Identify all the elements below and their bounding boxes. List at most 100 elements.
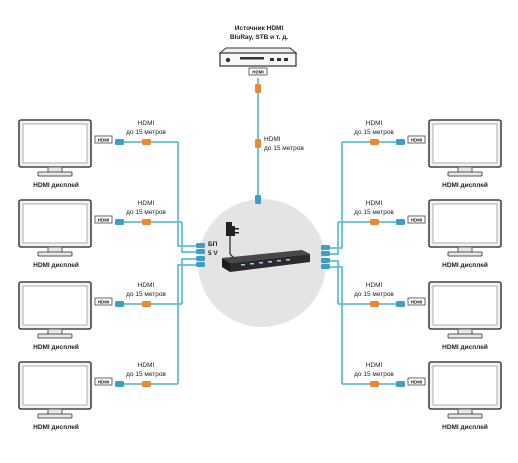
center-connector-blue <box>255 195 261 204</box>
display-port-label: HDMI <box>98 380 110 385</box>
left-hub-connectors <box>196 243 205 267</box>
cable-label-line1: HDMI <box>366 200 383 207</box>
display-port-label: HDMI <box>411 300 423 305</box>
display-caption: HDMI дисплей <box>442 181 488 189</box>
cable-connector <box>142 381 151 387</box>
power-adapter-prong <box>235 232 239 234</box>
player-knob <box>225 57 231 63</box>
hdmi-splitter <box>222 250 310 272</box>
display-port-label: HDMI <box>98 218 110 223</box>
cable-label-line1: HDMI <box>366 282 383 289</box>
cable-connector <box>142 301 151 307</box>
display-hdmi-port <box>407 215 426 224</box>
cable-label-line2: до 15 метров <box>354 371 394 378</box>
right-display-1: HDMI HDMI до 15 метров HDMI дисплей <box>342 119 502 189</box>
display-port-label: HDMI <box>98 300 110 305</box>
cable-label-line2: до 15 метров <box>354 291 394 298</box>
monitor-stand <box>457 328 473 335</box>
center-cable-label-line2: до 15 метров <box>264 145 304 152</box>
monitor-base <box>37 171 73 177</box>
display-connector <box>396 381 405 387</box>
monitor-base <box>37 413 73 419</box>
cable-connector <box>370 139 379 145</box>
monitor-base <box>447 333 483 339</box>
right-cable-trunks <box>330 142 343 384</box>
right-hub-connectors <box>321 245 330 269</box>
monitor-screen <box>22 203 88 244</box>
display-connector <box>115 381 124 387</box>
display-hdmi-port <box>94 377 113 386</box>
player-button <box>277 58 281 61</box>
source-device: Источник HDMI BluRay, STB и т. д. HDMI <box>218 25 298 76</box>
monitor-base <box>37 333 73 339</box>
cable-label-line1: HDMI <box>366 120 383 127</box>
monitor-stand <box>457 408 473 415</box>
center-connector-orange <box>255 139 261 148</box>
splitter-side <box>222 258 230 272</box>
display-connector <box>115 219 124 225</box>
display-caption: HDMI дисплей <box>442 261 488 269</box>
monitor-screen <box>432 203 498 244</box>
monitor-stand <box>47 408 63 415</box>
monitor-base <box>37 251 73 257</box>
power-adapter-prong <box>235 228 239 230</box>
monitor-screen <box>22 285 88 326</box>
right-display-2: HDMI HDMI до 15 метров HDMI дисплей <box>338 199 502 269</box>
cable-connector <box>142 219 151 225</box>
monitor-base <box>447 251 483 257</box>
player-top <box>218 47 298 54</box>
player-button <box>270 58 274 61</box>
player-button <box>284 58 288 61</box>
center-cable: HDMI до 15 метров <box>255 78 304 204</box>
cable-label-line1: HDMI <box>138 200 155 207</box>
power-adapter-icon <box>226 222 235 236</box>
left-cable-trunks <box>177 142 196 384</box>
monitor-screen <box>432 365 498 406</box>
monitor-screen <box>432 123 498 164</box>
cable-label-line1: HDMI <box>138 362 155 369</box>
monitor-stand <box>47 246 63 253</box>
monitor-stand <box>47 328 63 335</box>
monitor-base <box>447 171 483 177</box>
left-display-2: HDMI HDMI до 15 метров HDMI дисплей <box>18 199 182 269</box>
display-caption: HDMI дисплей <box>442 423 488 431</box>
cable-label-line2: до 15 метров <box>354 209 394 216</box>
cable-connector <box>370 301 379 307</box>
cable-label-line1: HDMI <box>138 282 155 289</box>
display-hdmi-port <box>94 215 113 224</box>
center-cable-label-line1: HDMI <box>264 136 281 143</box>
display-port-label: HDMI <box>411 218 423 223</box>
splitter-leds <box>241 259 290 266</box>
power-label-line1: БП <box>208 241 218 248</box>
display-connector <box>115 139 124 145</box>
power-label-line2: 5 V <box>208 250 218 257</box>
monitor-stand <box>457 246 473 253</box>
cable-label-line1: HDMI <box>366 362 383 369</box>
monitor-stand <box>47 166 63 173</box>
display-hdmi-port <box>407 297 426 306</box>
right-display-4: HDMI HDMI до 15 метров HDMI дисплей <box>342 361 502 431</box>
display-hdmi-port <box>407 377 426 386</box>
cable-connector <box>142 139 151 145</box>
monitor-screen <box>22 123 88 164</box>
cable-connector <box>370 381 379 387</box>
monitor-screen <box>432 285 498 326</box>
display-connector <box>396 219 405 225</box>
left-display-1: HDMI HDMI до 15 метров HDMI дисплей <box>18 119 178 189</box>
display-caption: HDMI дисплей <box>33 423 79 431</box>
cable-label-line2: до 15 метров <box>354 129 394 136</box>
display-hdmi-port <box>94 135 113 144</box>
display-hdmi-port <box>407 135 426 144</box>
display-caption: HDMI дисплей <box>33 181 79 189</box>
splitter-top <box>222 250 310 263</box>
cable-label-line2: до 15 метров <box>126 291 166 298</box>
display-connector <box>396 139 405 145</box>
display-hdmi-port <box>94 297 113 306</box>
source-title-line1: Источник HDMI <box>235 25 284 32</box>
source-port-label: HDMI <box>252 70 264 75</box>
disc-tray <box>240 57 264 60</box>
display-port-label: HDMI <box>411 138 423 143</box>
display-port-label: HDMI <box>411 380 423 385</box>
cable-label-line1: HDMI <box>138 120 155 127</box>
